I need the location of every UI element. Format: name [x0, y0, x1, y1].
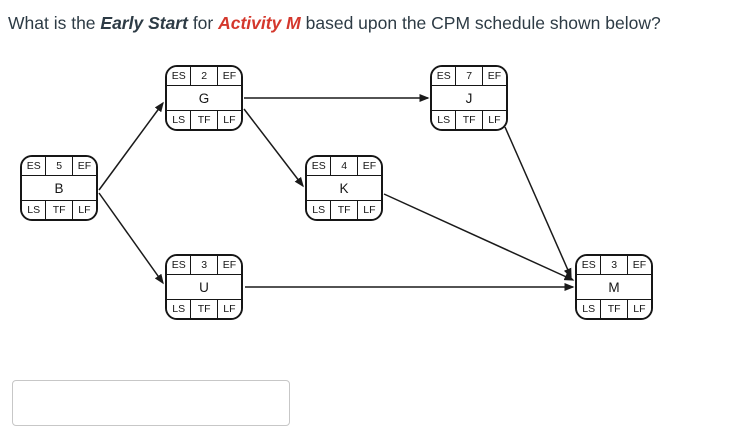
activity-name: K: [307, 176, 381, 200]
lf-label: LF: [357, 200, 381, 219]
activity-node-b: ES 5 EF B LS TF LF: [20, 155, 98, 221]
lf-label: LF: [482, 110, 506, 129]
ef-label: EF: [217, 67, 241, 86]
question-emphasis-early-start: Early Start: [100, 13, 188, 33]
ef-label: EF: [217, 256, 241, 275]
answer-input[interactable]: [12, 380, 290, 426]
arrow-j-to-m: [504, 126, 572, 279]
ls-label: LS: [167, 110, 192, 129]
tf-label: TF: [331, 200, 358, 219]
question-activity-m: Activity M: [218, 13, 301, 33]
activity-name: M: [577, 275, 651, 299]
es-label: ES: [167, 67, 192, 86]
question-text: What is the Early Start for Activity M b…: [8, 12, 733, 36]
es-label: ES: [432, 67, 457, 86]
activity-name: B: [22, 176, 96, 200]
question-suffix: based upon the CPM schedule shown below?: [300, 13, 661, 33]
arrow-b-to-u: [98, 192, 164, 285]
ef-label: EF: [482, 67, 506, 86]
ls-label: LS: [167, 299, 192, 318]
lf-label: LF: [217, 110, 241, 129]
ls-label: LS: [307, 200, 332, 219]
ef-label: EF: [72, 157, 96, 176]
tf-label: TF: [601, 299, 628, 318]
arrow-g-to-k: [243, 108, 304, 188]
duration-value: 3: [191, 256, 218, 275]
activity-name: J: [432, 86, 506, 110]
duration-value: 2: [191, 67, 218, 86]
dependency-arrows: [98, 94, 575, 291]
activity-name: U: [167, 275, 241, 299]
arrow-k-to-m: [383, 193, 575, 281]
es-label: ES: [22, 157, 47, 176]
ls-label: LS: [577, 299, 602, 318]
activity-node-g: ES 2 EF G LS TF LF: [165, 65, 243, 131]
ef-label: EF: [627, 256, 651, 275]
duration-value: 3: [601, 256, 628, 275]
tf-label: TF: [46, 200, 73, 219]
tf-label: TF: [191, 110, 218, 129]
activity-name: G: [167, 86, 241, 110]
ls-label: LS: [432, 110, 457, 129]
ef-label: EF: [357, 157, 381, 176]
activity-node-k: ES 4 EF K LS TF LF: [305, 155, 383, 221]
lf-label: LF: [72, 200, 96, 219]
es-label: ES: [167, 256, 192, 275]
ls-label: LS: [22, 200, 47, 219]
lf-label: LF: [217, 299, 241, 318]
duration-value: 7: [456, 67, 483, 86]
es-label: ES: [307, 157, 332, 176]
activity-node-m: ES 3 EF M LS TF LF: [575, 254, 653, 320]
question-middle: for: [187, 13, 219, 33]
duration-value: 4: [331, 157, 358, 176]
arrow-b-to-g: [98, 101, 164, 191]
tf-label: TF: [456, 110, 483, 129]
activity-node-j: ES 7 EF J LS TF LF: [430, 65, 508, 131]
lf-label: LF: [627, 299, 651, 318]
question-prefix: What is the: [8, 13, 101, 33]
es-label: ES: [577, 256, 602, 275]
duration-value: 5: [46, 157, 73, 176]
cpm-network-diagram: ES 2 EF G LS TF LF ES 7 EF J LS TF LF ES…: [0, 50, 735, 355]
activity-node-u: ES 3 EF U LS TF LF: [165, 254, 243, 320]
tf-label: TF: [191, 299, 218, 318]
